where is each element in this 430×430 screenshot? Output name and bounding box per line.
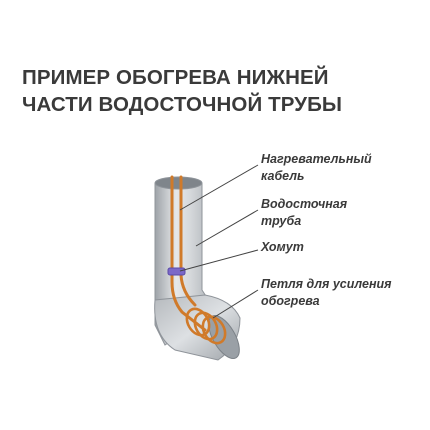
- label-downpipe: Водосточная труба: [261, 197, 351, 228]
- title-line-2: ЧАСТИ ВОДОСТОЧНОЙ ТРУБЫ: [22, 93, 343, 116]
- leader-clamp: [179, 249, 259, 272]
- loop-coil-2: [193, 311, 219, 341]
- diagram-title: ПРИМЕР ОБОГРЕВА НИЖНЕЙ ЧАСТИ ВОДОСТОЧНОЙ…: [22, 64, 422, 118]
- clamp: [167, 267, 186, 276]
- leader-cable: [179, 164, 259, 211]
- cable-run: [170, 175, 207, 332]
- label-heating-loop: Петля для усиления обогрева: [261, 277, 395, 308]
- label-clamp: Хомут: [260, 240, 304, 254]
- leader-lines: [179, 164, 259, 319]
- clamp-band: [167, 267, 186, 276]
- title-line-1: ПРИМЕР ОБОГРЕВА НИЖНЕЙ: [22, 66, 329, 89]
- leader-pipe: [195, 209, 259, 247]
- heating-loop: [185, 307, 227, 345]
- leader-loop: [212, 289, 259, 319]
- pipe-top-opening: [154, 176, 203, 190]
- label-heating-cable: Нагревательный кабель: [261, 152, 375, 183]
- loop-coil-3: [201, 315, 227, 345]
- downpipe: [154, 176, 241, 361]
